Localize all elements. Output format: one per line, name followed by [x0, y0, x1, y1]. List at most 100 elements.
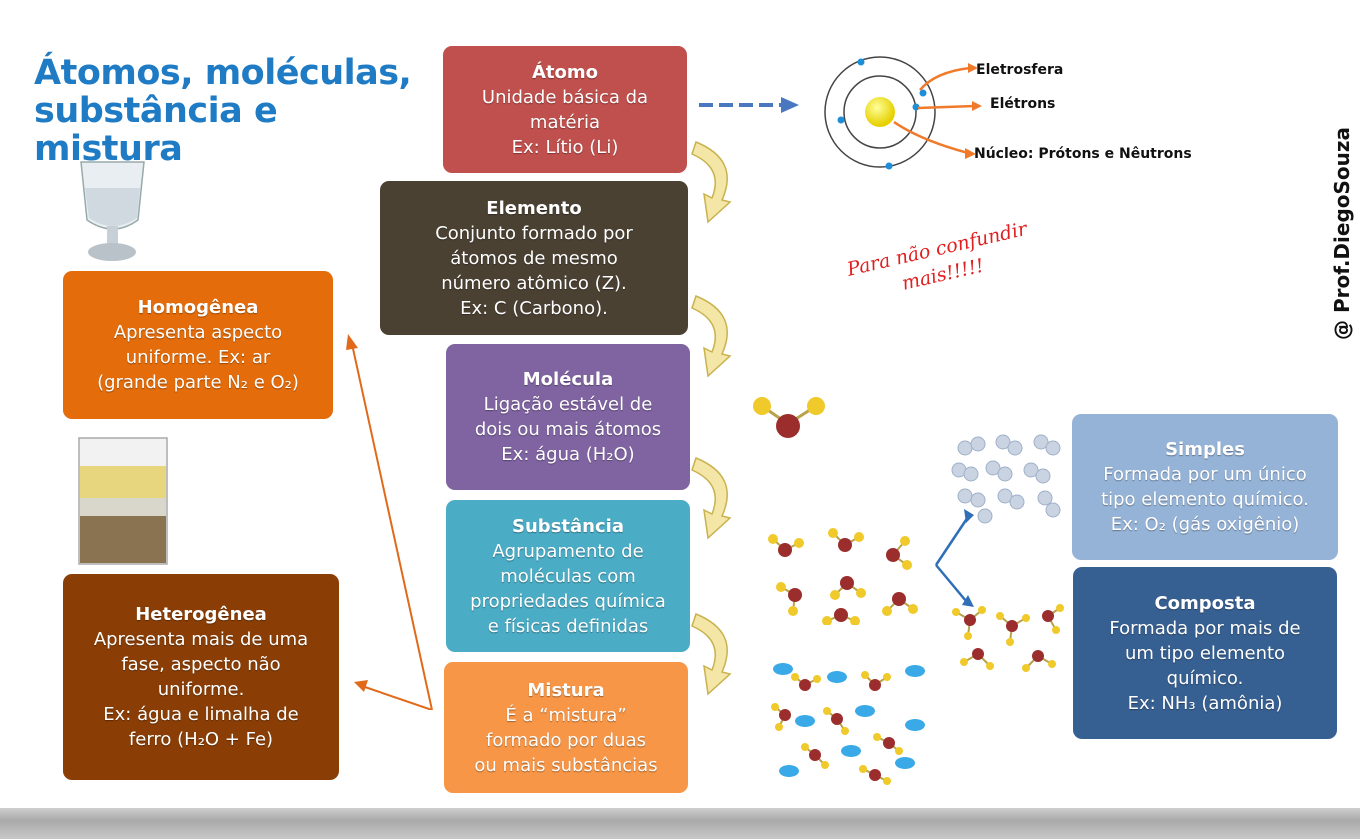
elemento-line: átomos de mesmo [450, 247, 618, 269]
substancia-line: Agrupamento de [492, 540, 644, 562]
composta-line: químico. [1166, 667, 1244, 689]
compound-cluster-image [768, 528, 918, 625]
heterogenea-line: fase, aspecto não [121, 654, 281, 675]
eletrons-label: Elétrons [990, 96, 1056, 112]
elemento-title: Elemento [486, 197, 582, 219]
simple-substance-image [951, 434, 1061, 524]
bottom-shadow [0, 808, 1360, 839]
curved-arrow [691, 613, 732, 696]
composta-line: Ex: NH₃ (amônia) [1127, 692, 1283, 714]
elemento-line: Ex: C (Carbono). [460, 297, 608, 319]
elemento-box: Elemento Conjunto formado por átomos de … [380, 181, 688, 335]
homogenea-box: Homogênea Apresenta aspecto uniforme. Ex… [63, 271, 333, 419]
mistura-title: Mistura [527, 679, 605, 701]
mixture-cluster-image [771, 663, 925, 785]
inner-orbit [843, 75, 917, 149]
simples-title: Simples [1165, 439, 1245, 460]
simples-line: Formada por um único [1103, 464, 1307, 485]
water-molecule-image [753, 397, 825, 438]
glass-stem [107, 226, 118, 248]
substancia-line: propriedades química [470, 590, 666, 612]
elemento-line: número atômico (Z). [441, 272, 627, 294]
simples-box: Simples Formada por um único tipo elemen… [1072, 414, 1338, 560]
split-arrows [934, 509, 974, 607]
arrow-head [965, 148, 976, 159]
electron [919, 89, 927, 97]
dashed-arrow [699, 97, 799, 113]
arrow-head [781, 97, 799, 113]
substancia-box: Substância Agrupamento de moléculas com … [446, 500, 690, 652]
curved-arrow [691, 141, 732, 224]
composta-cluster-image [952, 604, 1064, 672]
composta-box: Composta Formada por mais de um tipo ele… [1073, 567, 1337, 739]
molecula-line: dois ou mais átomos [474, 419, 662, 440]
curved-arrow [691, 295, 732, 378]
substancia-line: moléculas com [500, 565, 636, 587]
nucleo-label: Núcleo: Prótons e Nêutrons [974, 146, 1192, 162]
flow-arrows [691, 141, 732, 696]
molecula-title: Molécula [522, 369, 614, 390]
homogenea-line: uniforme. Ex: ar [125, 347, 271, 368]
to-homogenea-line [351, 343, 433, 710]
oil-layer [80, 466, 166, 498]
mistura-line: ou mais substâncias [474, 754, 658, 776]
outer-orbit [824, 56, 936, 168]
heterogenea-line: uniforme. [157, 679, 245, 700]
nucleo-pointer [893, 120, 969, 155]
mistura-line: formado por duas [486, 729, 646, 751]
beaker-image [78, 437, 168, 565]
composta-line: um tipo elemento [1124, 642, 1286, 664]
atomo-title: Átomo [531, 61, 599, 83]
atomo-line: Ex: Lítio (Li) [511, 136, 619, 158]
eletrosfera-pointer [919, 66, 971, 91]
elemento-line: Conjunto formado por [435, 222, 633, 244]
heterogenea-title: Heterogênea [135, 604, 267, 625]
heterogenea-line: ferro (H₂O + Fe) [128, 729, 274, 750]
simples-line: Ex: O₂ (gás oxigênio) [1110, 514, 1300, 535]
heterogenea-box: Heterogênea Apresenta mais de uma fase, … [63, 574, 339, 780]
water-glass-image [80, 161, 145, 261]
molecula-box: Molécula Ligação estável de dois ou mais… [446, 344, 690, 490]
substancia-title: Substância [512, 515, 624, 537]
mistura-line: É a “mistura” [505, 704, 627, 726]
molecula-line: Ex: água (H₂O) [501, 444, 635, 465]
atomo-line: matéria [529, 111, 601, 133]
water-layer [80, 498, 166, 516]
molecula-line: Ligação estável de [483, 394, 653, 415]
oxygen-atom [776, 414, 800, 438]
arrow-head [972, 101, 982, 111]
curved-arrow [691, 457, 732, 540]
electron [857, 58, 865, 66]
atomo-box: Átomo Unidade básica da matéria Ex: Líti… [443, 46, 687, 173]
eletrosfera-label: Eletrosfera [976, 62, 1064, 78]
author-credit: @ Prof.DiegoSouza [1330, 126, 1354, 340]
heterogenea-line: Apresenta mais de uma [93, 629, 309, 650]
mistura-box: Mistura É a “mistura” formado por duas o… [444, 662, 688, 793]
arrow-head [354, 680, 368, 692]
atom-diagram [824, 56, 982, 170]
electron [885, 162, 893, 170]
electron [912, 103, 920, 111]
glass-base [88, 243, 136, 261]
composta-line: Formada por mais de [1109, 617, 1301, 639]
nucleus [865, 97, 895, 127]
homogenea-title: Homogênea [137, 297, 259, 318]
mixture-arrows [346, 334, 433, 710]
atomo-line: Unidade básica da [481, 86, 649, 108]
eletrons-pointer [917, 104, 976, 110]
glass-water [85, 188, 140, 226]
hydrogen-atom [807, 397, 825, 415]
electron [837, 116, 845, 124]
composta-title: Composta [1154, 592, 1256, 614]
heterogenea-line: Ex: água e limalha de [103, 704, 299, 725]
arrow-head [346, 334, 358, 350]
arrow-head [968, 63, 978, 73]
sediment-layer [80, 516, 166, 563]
hydrogen-atom [753, 397, 771, 415]
page-title: Átomos, moléculas, substância e mistura [34, 53, 412, 169]
homogenea-line: Apresenta aspecto [113, 322, 283, 343]
to-heterogenea-line [361, 685, 433, 710]
substancia-line: e físicas definidas [487, 615, 649, 637]
simples-line: tipo elemento químico. [1101, 489, 1309, 510]
homogenea-line: (grande parte N₂ e O₂) [97, 372, 299, 393]
